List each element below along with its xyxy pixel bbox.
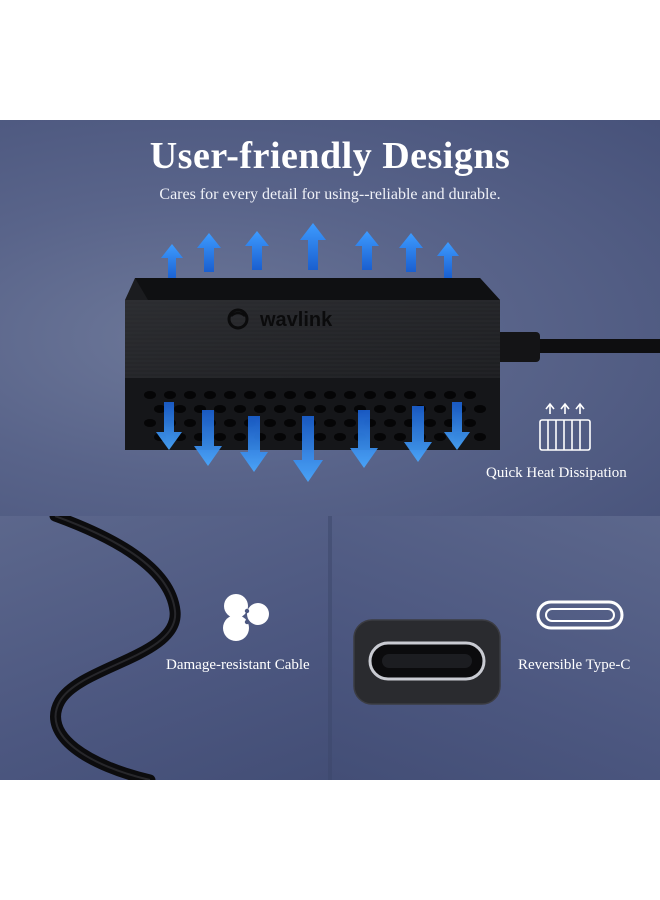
cable-panel: Damage-resistant Cable [0, 516, 328, 780]
cable-connector [494, 332, 540, 362]
circles-icon [223, 594, 269, 641]
page-title: User-friendly Designs [149, 135, 511, 177]
page-subtitle: Cares for every detail for using--reliab… [159, 186, 501, 203]
svg-text:wavlink: wavlink [259, 309, 333, 331]
product-banner: wavlink [0, 120, 660, 780]
wavlink-logo: wavlink [227, 308, 333, 331]
heat-dissipation-icon [539, 402, 591, 451]
hero-illustration: wavlink [125, 223, 660, 482]
cable-illustration [49, 516, 269, 780]
usb-c-icon [536, 600, 624, 630]
typec-panel: Reversible Type-C [332, 516, 660, 780]
typec-illustration [353, 600, 624, 705]
adapter-device [125, 278, 500, 450]
typec-label: Reversible Type-C [518, 657, 631, 673]
airflow-up-arrows [161, 223, 459, 280]
cable-label: Damage-resistant Cable [166, 657, 310, 673]
heat-dissipation-label: Quick Heat Dissipation [486, 465, 627, 481]
heat-dissipation-panel: wavlink [0, 120, 660, 516]
airflow-down-arrows [156, 402, 470, 482]
